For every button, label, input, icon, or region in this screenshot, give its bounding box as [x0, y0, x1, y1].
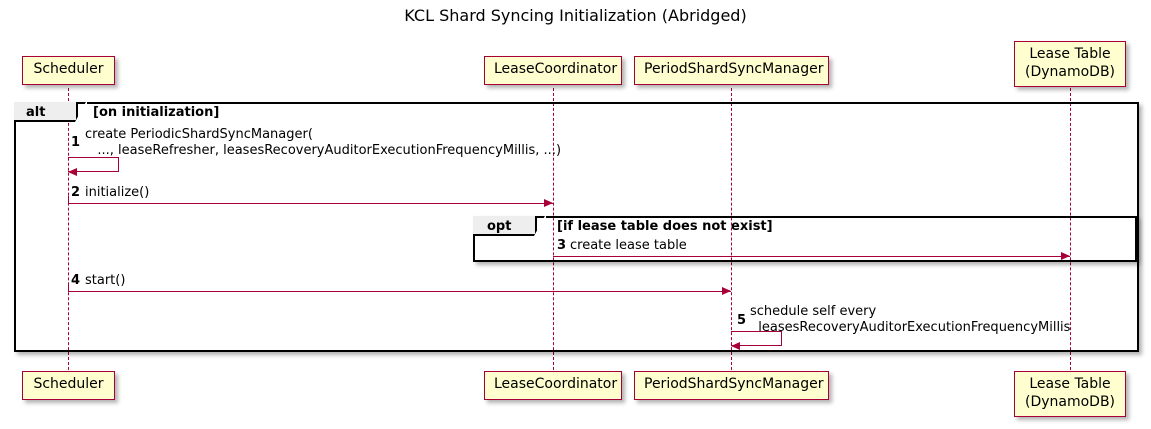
message-2-arrowhead	[544, 198, 553, 207]
participant-lease-table-bottom[interactable]: Lease Table (DynamoDB)	[1014, 371, 1126, 417]
message-5-arrowhead	[731, 341, 740, 350]
fragment-alt-operator: alt	[26, 105, 46, 120]
message-2-number: 2	[71, 185, 81, 200]
participant-lease-coordinator-bottom[interactable]: LeaseCoordinator	[484, 371, 622, 400]
fragment-alt-on-initialization	[14, 102, 1139, 352]
fragment-opt-operator: opt	[487, 219, 512, 234]
message-2-label: initialize()	[85, 185, 150, 200]
message-3-label: create lease table	[570, 238, 687, 253]
participant-lease-coordinator-top[interactable]: LeaseCoordinator	[484, 56, 622, 85]
message-3-number: 3	[557, 238, 567, 253]
participant-scheduler-bottom[interactable]: Scheduler	[22, 371, 115, 400]
participant-period-shard-sync-manager-top[interactable]: PeriodShardSyncManager	[634, 56, 829, 85]
message-4-arrow	[68, 291, 731, 292]
lifeline-lease-table	[1070, 88, 1071, 370]
message-3-arrow	[553, 256, 1070, 257]
message-2-arrow	[68, 203, 553, 204]
message-5-label: schedule self every leasesRecoveryAudito…	[750, 304, 1071, 336]
diagram-title: KCL Shard Syncing Initialization (Abridg…	[404, 6, 747, 25]
message-1-number: 1	[71, 135, 81, 150]
message-5-self-loop	[731, 331, 782, 346]
fragment-alt-guard: [on initialization]	[93, 105, 220, 120]
message-4-number: 4	[71, 273, 81, 288]
lifeline-scheduler	[68, 88, 69, 370]
message-1-arrowhead	[68, 167, 77, 176]
message-5-number: 5	[737, 313, 747, 328]
message-4-arrowhead	[722, 286, 731, 295]
lifeline-lease-coordinator	[553, 88, 554, 370]
message-1-self-loop	[68, 157, 119, 172]
message-2-origin-stub	[68, 196, 69, 204]
fragment-opt-lease-table	[473, 216, 1137, 262]
lifeline-period-shard-sync-manager	[731, 88, 732, 370]
message-4-label: start()	[85, 273, 126, 288]
participant-lease-table-top[interactable]: Lease Table (DynamoDB)	[1014, 41, 1126, 87]
message-3-arrowhead	[1061, 251, 1070, 260]
message-1-label: create PeriodicShardSyncManager( ..., le…	[85, 127, 562, 159]
participant-scheduler-top[interactable]: Scheduler	[22, 56, 115, 85]
fragment-opt-tab	[473, 214, 546, 236]
fragment-alt-tab	[14, 100, 87, 122]
participant-period-shard-sync-manager-bottom[interactable]: PeriodShardSyncManager	[634, 371, 829, 400]
fragment-opt-guard: [if lease table does not exist]	[557, 219, 773, 234]
message-4-origin-stub	[68, 284, 69, 292]
